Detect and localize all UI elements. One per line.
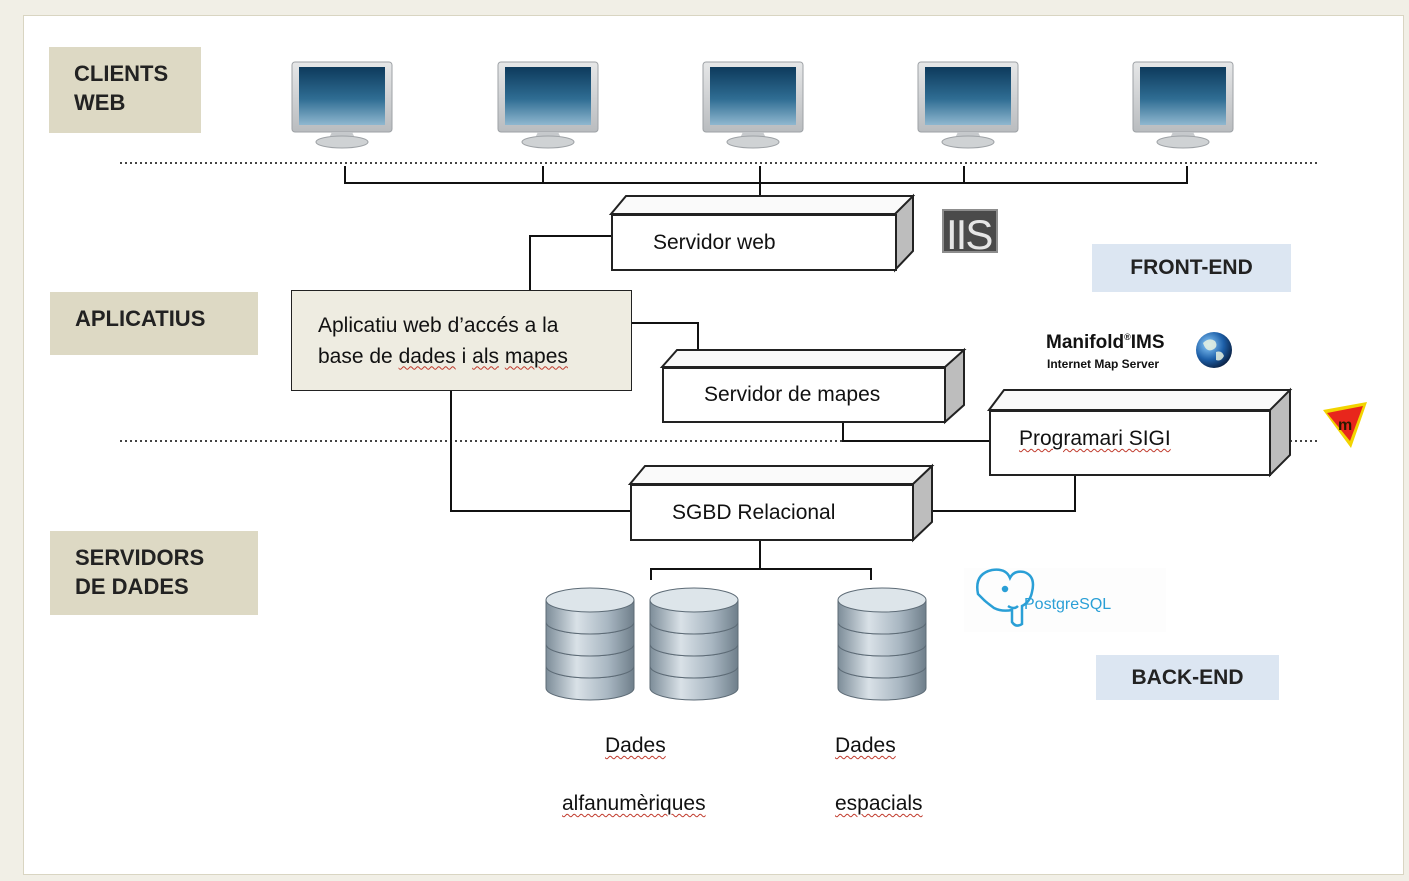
db-alfa-caption-2: alfanumèriques	[562, 792, 706, 815]
postgres-logo: PostgreSQL	[964, 568, 1166, 632]
aplicatiu-web-box: Aplicatiu web d’accés a la base de dades…	[291, 290, 632, 391]
tier-label-servidors-dades: SERVIDORS DE DADES	[50, 531, 258, 615]
svg-text:Internet Map Server: Internet Map Server	[1047, 357, 1159, 371]
servidor-mapes-label: Servidor de mapes	[662, 367, 946, 423]
globe-icon	[1196, 332, 1232, 368]
tier-label-clients-web: CLIENTS WEB	[49, 47, 201, 133]
servidor-mapes-box: Servidor de mapes	[662, 367, 946, 423]
svg-text:Manifold®IMS: Manifold®IMS	[1046, 332, 1165, 353]
sgbd-relacional-label: SGBD Relacional	[630, 484, 914, 541]
db-alfa-caption-1: Dades	[605, 734, 666, 757]
manifold-logo: Manifold®IMS Internet Map Server	[1046, 332, 1232, 371]
servidor-web-box: Servidor web	[611, 214, 897, 271]
tier-label-aplicatius: APLICATIUS	[50, 292, 258, 355]
aplicatiu-line-1: Aplicatiu web d’accés a la	[318, 313, 559, 337]
programari-sigi-label: Programari SIGI	[1019, 427, 1171, 450]
svg-text:m: m	[1338, 417, 1352, 434]
back-end-tag: BACK-END	[1096, 655, 1279, 700]
sgbd-relacional-box: SGBD Relacional	[630, 484, 914, 541]
db-espacials-caption-1: Dades	[835, 734, 896, 757]
elephant-icon	[976, 568, 1035, 627]
svg-text:IIS: IIS	[946, 211, 992, 258]
connector-lines	[344, 166, 1188, 580]
aplicatiu-line-2: base de dades i als mapes	[318, 344, 568, 368]
front-end-tag: FRONT-END	[1092, 244, 1291, 292]
svg-text:PostgreSQL: PostgreSQL	[1024, 596, 1111, 613]
servidor-web-label: Servidor web	[611, 214, 897, 271]
iis-logo: IIS	[942, 209, 998, 258]
triangle-logo-icon: m	[1323, 402, 1367, 448]
db-espacials-caption-2: espacials	[835, 792, 923, 815]
programari-sigi-box: Programari SIGI	[989, 410, 1271, 476]
